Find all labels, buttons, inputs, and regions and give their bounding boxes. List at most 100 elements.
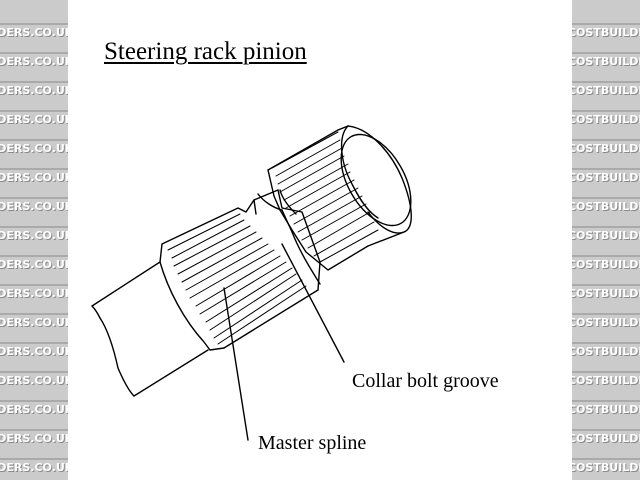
watermark-tile: LOCOSTBUILDERS.CO.UKLOCOSTBUILDERS.CO.UK — [0, 226, 68, 243]
svg-text:LOCOSTBUILDERS.CO.UK: LOCOSTBUILDERS.CO.UK — [0, 27, 68, 40]
collar-bolt-groove-leader — [281, 243, 345, 363]
svg-text:LOCOSTBUILDERS.CO.UK: LOCOSTBUILDERS.CO.UK — [0, 346, 68, 359]
watermark-tile: LOCOSTBUILDERS.CO.UKLOCOSTBUILDERS.CO.UK — [0, 81, 68, 98]
watermark-tile: LOCOSTBUILDERS.CO.UKLOCOSTBUILDERS.CO.UK — [572, 458, 640, 475]
svg-text:LOCOSTBUILDERS.CO.UK: LOCOSTBUILDERS.CO.UK — [572, 433, 640, 446]
svg-text:LOCOSTBUILDERS.CO.UK: LOCOSTBUILDERS.CO.UK — [572, 317, 640, 330]
end-spline-section — [267, 125, 412, 271]
svg-text:LOCOSTBUILDERS.CO.UK: LOCOSTBUILDERS.CO.UK — [572, 84, 640, 97]
master-spline-section — [159, 189, 321, 351]
watermark-tile: LOCOSTBUILDERS.CO.UKLOCOSTBUILDERS.CO.UK — [572, 197, 640, 214]
svg-text:LOCOSTBUILDERS.CO.UK: LOCOSTBUILDERS.CO.UK — [572, 143, 640, 156]
svg-text:LOCOSTBUILDERS.CO.UK: LOCOSTBUILDERS.CO.UK — [572, 172, 640, 185]
svg-text:LOCOSTBUILDERS.CO.UK: LOCOSTBUILDERS.CO.UK — [572, 374, 640, 387]
watermark-tile: LOCOSTBUILDERS.CO.UKLOCOSTBUILDERS.CO.UK — [0, 168, 68, 185]
svg-text:LOCOSTBUILDERS.CO.UK: LOCOSTBUILDERS.CO.UK — [0, 258, 68, 271]
svg-text:LOCOSTBUILDERS.CO.UK: LOCOSTBUILDERS.CO.UK — [572, 259, 640, 272]
right-watermark-strip: LOCOSTBUILDERS.CO.UKLOCOSTBUILDERS.CO.UK… — [572, 0, 640, 480]
left-watermark-pattern: LOCOSTBUILDERS.CO.UKLOCOSTBUILDERS.CO.UK… — [0, 23, 68, 475]
svg-text:LOCOSTBUILDERS.CO.UK: LOCOSTBUILDERS.CO.UK — [0, 375, 68, 388]
watermark-tile: LOCOSTBUILDERS.CO.UKLOCOSTBUILDERS.CO.UK — [572, 429, 640, 446]
svg-text:LOCOSTBUILDERS.CO.UK: LOCOSTBUILDERS.CO.UK — [572, 316, 640, 329]
watermark-tile: LOCOSTBUILDERS.CO.UKLOCOSTBUILDERS.CO.UK — [0, 429, 68, 446]
collar-bolt-groove-label: Collar bolt groove — [352, 370, 499, 392]
watermark-tile: LOCOSTBUILDERS.CO.UKLOCOSTBUILDERS.CO.UK — [572, 52, 640, 69]
svg-text:LOCOSTBUILDERS.CO.UK: LOCOSTBUILDERS.CO.UK — [0, 113, 68, 126]
svg-text:LOCOSTBUILDERS.CO.UK: LOCOSTBUILDERS.CO.UK — [0, 171, 68, 184]
svg-text:LOCOSTBUILDERS.CO.UK: LOCOSTBUILDERS.CO.UK — [0, 316, 68, 329]
watermark-tile: LOCOSTBUILDERS.CO.UKLOCOSTBUILDERS.CO.UK — [572, 255, 640, 272]
watermark-tile: LOCOSTBUILDERS.CO.UKLOCOSTBUILDERS.CO.UK — [0, 458, 68, 475]
watermark-tile: LOCOSTBUILDERS.CO.UKLOCOSTBUILDERS.CO.UK — [0, 52, 68, 69]
svg-text:LOCOSTBUILDERS.CO.UK: LOCOSTBUILDERS.CO.UK — [0, 462, 68, 475]
svg-text:LOCOSTBUILDERS.CO.UK: LOCOSTBUILDERS.CO.UK — [572, 114, 640, 127]
end-spline-lines — [271, 131, 379, 263]
watermark-tile: LOCOSTBUILDERS.CO.UKLOCOSTBUILDERS.CO.UK — [572, 400, 640, 417]
svg-text:LOCOSTBUILDERS.CO.UK: LOCOSTBUILDERS.CO.UK — [0, 229, 68, 242]
svg-text:LOCOSTBUILDERS.CO.UK: LOCOSTBUILDERS.CO.UK — [572, 461, 640, 474]
pinion-illustration — [91, 125, 412, 441]
svg-text:LOCOSTBUILDERS.CO.UK: LOCOSTBUILDERS.CO.UK — [572, 287, 640, 300]
svg-text:LOCOSTBUILDERS.CO.UK: LOCOSTBUILDERS.CO.UK — [0, 26, 68, 39]
diagram-panel: Steering rack pinion — [68, 0, 572, 480]
svg-text:LOCOSTBUILDERS.CO.UK: LOCOSTBUILDERS.CO.UK — [572, 346, 640, 359]
watermark-tile: LOCOSTBUILDERS.CO.UKLOCOSTBUILDERS.CO.UK — [572, 284, 640, 301]
svg-text:LOCOSTBUILDERS.CO.UK: LOCOSTBUILDERS.CO.UK — [572, 345, 640, 358]
svg-text:LOCOSTBUILDERS.CO.UK: LOCOSTBUILDERS.CO.UK — [572, 56, 640, 69]
svg-text:LOCOSTBUILDERS.CO.UK: LOCOSTBUILDERS.CO.UK — [0, 374, 68, 387]
master-spline-label: Master spline — [258, 432, 367, 454]
watermark-tile: LOCOSTBUILDERS.CO.UKLOCOSTBUILDERS.CO.UK — [0, 197, 68, 214]
watermark-tile: LOCOSTBUILDERS.CO.UKLOCOSTBUILDERS.CO.UK — [572, 226, 640, 243]
svg-text:LOCOSTBUILDERS.CO.UK: LOCOSTBUILDERS.CO.UK — [0, 142, 68, 155]
pinion-shaft — [91, 261, 209, 397]
svg-text:LOCOSTBUILDERS.CO.UK: LOCOSTBUILDERS.CO.UK — [0, 230, 68, 243]
diagram-title: Steering rack pinion — [104, 38, 307, 65]
watermark-tile: LOCOSTBUILDERS.CO.UKLOCOSTBUILDERS.CO.UK — [572, 81, 640, 98]
svg-text:LOCOSTBUILDERS.CO.UK: LOCOSTBUILDERS.CO.UK — [0, 461, 68, 474]
svg-text:LOCOSTBUILDERS.CO.UK: LOCOSTBUILDERS.CO.UK — [572, 55, 640, 68]
watermark-tile: LOCOSTBUILDERS.CO.UKLOCOSTBUILDERS.CO.UK — [572, 168, 640, 185]
svg-text:LOCOSTBUILDERS.CO.UK: LOCOSTBUILDERS.CO.UK — [572, 201, 640, 214]
svg-text:LOCOSTBUILDERS.CO.UK: LOCOSTBUILDERS.CO.UK — [0, 56, 68, 69]
watermark-tile: LOCOSTBUILDERS.CO.UKLOCOSTBUILDERS.CO.UK — [0, 110, 68, 127]
svg-text:LOCOSTBUILDERS.CO.UK: LOCOSTBUILDERS.CO.UK — [0, 85, 68, 98]
svg-text:LOCOSTBUILDERS.CO.UK: LOCOSTBUILDERS.CO.UK — [0, 287, 68, 300]
watermark-tile: LOCOSTBUILDERS.CO.UKLOCOSTBUILDERS.CO.UK — [0, 342, 68, 359]
svg-text:LOCOSTBUILDERS.CO.UK: LOCOSTBUILDERS.CO.UK — [0, 345, 68, 358]
svg-text:LOCOSTBUILDERS.CO.UK: LOCOSTBUILDERS.CO.UK — [0, 317, 68, 330]
watermark-tile: LOCOSTBUILDERS.CO.UKLOCOSTBUILDERS.CO.UK — [0, 400, 68, 417]
watermark-tile: LOCOSTBUILDERS.CO.UKLOCOSTBUILDERS.CO.UK — [0, 23, 68, 40]
watermark-tile: LOCOSTBUILDERS.CO.UKLOCOSTBUILDERS.CO.UK — [572, 23, 640, 40]
watermark-tile: LOCOSTBUILDERS.CO.UKLOCOSTBUILDERS.CO.UK — [572, 313, 640, 330]
svg-text:LOCOSTBUILDERS.CO.UK: LOCOSTBUILDERS.CO.UK — [0, 201, 68, 214]
svg-text:LOCOSTBUILDERS.CO.UK: LOCOSTBUILDERS.CO.UK — [572, 113, 640, 126]
watermark-tile: LOCOSTBUILDERS.CO.UKLOCOSTBUILDERS.CO.UK — [572, 342, 640, 359]
left-watermark-strip: LOCOSTBUILDERS.CO.UKLOCOSTBUILDERS.CO.UK… — [0, 0, 68, 480]
svg-text:LOCOSTBUILDERS.CO.UK: LOCOSTBUILDERS.CO.UK — [572, 404, 640, 417]
svg-text:LOCOSTBUILDERS.CO.UK: LOCOSTBUILDERS.CO.UK — [0, 259, 68, 272]
svg-text:LOCOSTBUILDERS.CO.UK: LOCOSTBUILDERS.CO.UK — [572, 462, 640, 475]
svg-text:LOCOSTBUILDERS.CO.UK: LOCOSTBUILDERS.CO.UK — [0, 403, 68, 416]
master-spline-lines — [167, 213, 307, 345]
watermark-tile: LOCOSTBUILDERS.CO.UKLOCOSTBUILDERS.CO.UK — [0, 255, 68, 272]
svg-text:LOCOSTBUILDERS.CO.UK: LOCOSTBUILDERS.CO.UK — [572, 142, 640, 155]
svg-text:LOCOSTBUILDERS.CO.UK: LOCOSTBUILDERS.CO.UK — [572, 27, 640, 40]
svg-text:LOCOSTBUILDERS.CO.UK: LOCOSTBUILDERS.CO.UK — [572, 403, 640, 416]
svg-text:LOCOSTBUILDERS.CO.UK: LOCOSTBUILDERS.CO.UK — [572, 26, 640, 39]
svg-text:LOCOSTBUILDERS.CO.UK: LOCOSTBUILDERS.CO.UK — [572, 288, 640, 301]
svg-text:LOCOSTBUILDERS.CO.UK: LOCOSTBUILDERS.CO.UK — [572, 200, 640, 213]
svg-text:LOCOSTBUILDERS.CO.UK: LOCOSTBUILDERS.CO.UK — [0, 84, 68, 97]
right-watermark-pattern: LOCOSTBUILDERS.CO.UKLOCOSTBUILDERS.CO.UK… — [572, 23, 640, 475]
watermark-tile: LOCOSTBUILDERS.CO.UKLOCOSTBUILDERS.CO.UK — [572, 371, 640, 388]
svg-text:LOCOSTBUILDERS.CO.UK: LOCOSTBUILDERS.CO.UK — [0, 432, 68, 445]
svg-text:LOCOSTBUILDERS.CO.UK: LOCOSTBUILDERS.CO.UK — [0, 172, 68, 185]
svg-text:LOCOSTBUILDERS.CO.UK: LOCOSTBUILDERS.CO.UK — [572, 258, 640, 271]
svg-text:LOCOSTBUILDERS.CO.UK: LOCOSTBUILDERS.CO.UK — [0, 288, 68, 301]
watermark-tile: LOCOSTBUILDERS.CO.UKLOCOSTBUILDERS.CO.UK — [0, 371, 68, 388]
svg-text:LOCOSTBUILDERS.CO.UK: LOCOSTBUILDERS.CO.UK — [0, 114, 68, 127]
svg-text:LOCOSTBUILDERS.CO.UK: LOCOSTBUILDERS.CO.UK — [0, 433, 68, 446]
svg-text:LOCOSTBUILDERS.CO.UK: LOCOSTBUILDERS.CO.UK — [0, 143, 68, 156]
svg-text:LOCOSTBUILDERS.CO.UK: LOCOSTBUILDERS.CO.UK — [0, 200, 68, 213]
svg-text:LOCOSTBUILDERS.CO.UK: LOCOSTBUILDERS.CO.UK — [572, 230, 640, 243]
